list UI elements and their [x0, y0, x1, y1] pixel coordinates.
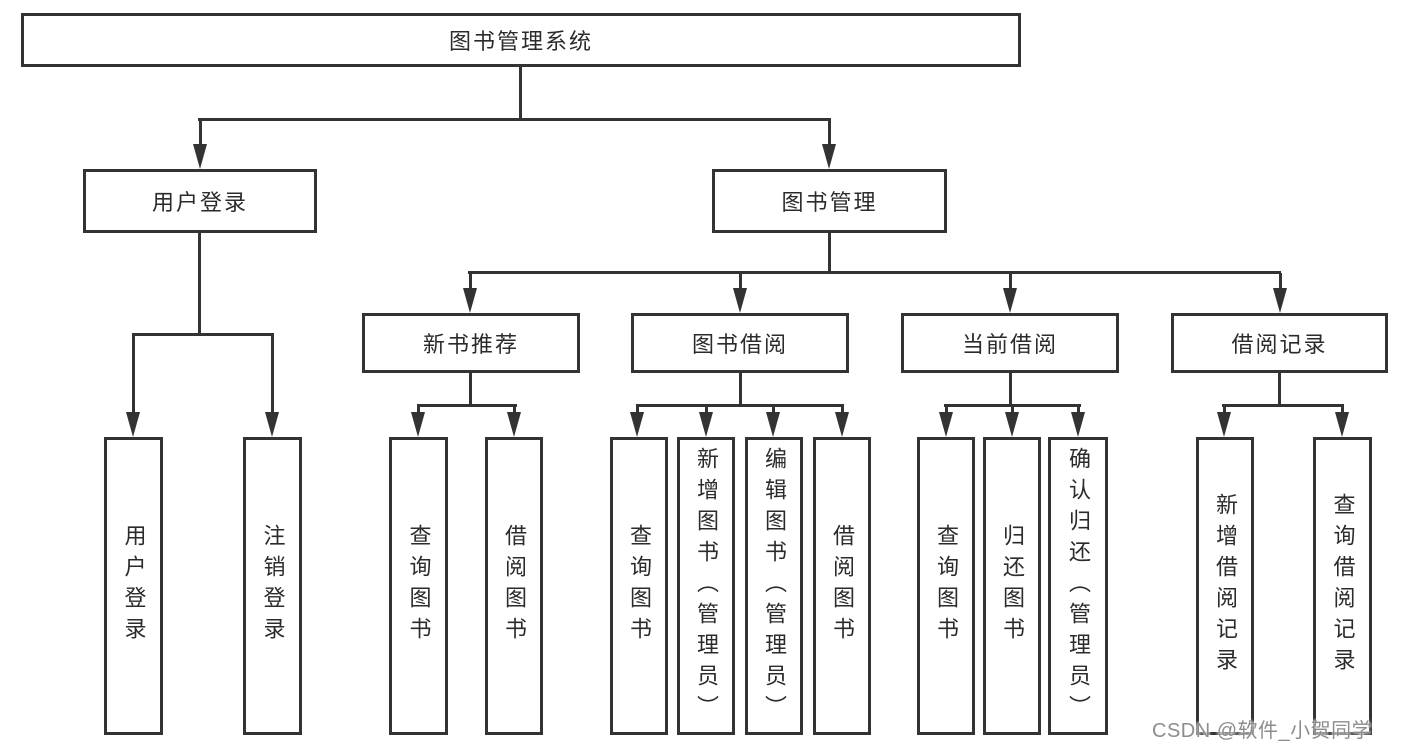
leaf-label: 查询借阅记录 — [1330, 493, 1356, 679]
arrow-to-confirm-return — [1071, 406, 1086, 437]
leaf-borrow-books-2: 借阅图书 — [813, 437, 871, 735]
connector-book-management-stem — [828, 233, 831, 273]
connector-borrowing-records-stem — [1278, 373, 1281, 406]
connector-user-login-branch — [132, 333, 274, 336]
node-label: 图书管理 — [781, 190, 878, 215]
arrow-to-user-login — [193, 120, 208, 169]
arrow-to-return-book — [1005, 406, 1020, 437]
connector-book-borrowing-stem — [739, 373, 742, 406]
node-library-management-system: 图书管理系统 — [21, 13, 1021, 67]
node-book-borrowing: 图书借阅 — [631, 313, 849, 373]
arrow-to-add-book — [699, 406, 714, 437]
leaf-label: 确认归还（管理员） — [1066, 446, 1091, 726]
leaf-borrow-books-1: 借阅图书 — [485, 437, 543, 735]
leaf-label: 查询图书 — [934, 524, 959, 648]
node-label: 图书借阅 — [691, 332, 788, 357]
arrow-to-leaf-logout — [265, 335, 280, 437]
leaf-add-book-admin: 新增图书（管理员） — [677, 437, 735, 735]
arrow-to-borrowing-records — [1273, 273, 1288, 313]
arrow-to-current-borrowing — [1003, 273, 1018, 313]
leaf-query-books-1: 查询图书 — [389, 437, 448, 735]
leaf-confirm-return-admin: 确认归还（管理员） — [1048, 437, 1108, 735]
node-label: 借阅记录 — [1231, 332, 1328, 357]
leaf-label: 查询图书 — [406, 524, 432, 648]
connector-new-book-branch — [417, 404, 517, 407]
arrow-to-borrow-books-1 — [507, 406, 522, 437]
arrow-to-borrow-books-2 — [835, 406, 850, 437]
node-book-management: 图书管理 — [712, 169, 947, 233]
connector-level2-branch — [198, 118, 831, 121]
arrow-to-add-borrow-record — [1217, 406, 1232, 437]
connector-new-book-stem — [469, 373, 472, 406]
leaf-label: 归还图书 — [1000, 524, 1025, 648]
node-label: 图书管理系统 — [448, 29, 593, 54]
connector-user-login-stem — [198, 233, 201, 336]
leaf-user-login: 用户登录 — [104, 437, 163, 735]
connector-book-borrowing-branch — [636, 404, 844, 407]
leaf-label: 编辑图书（管理员） — [762, 446, 787, 726]
connector-level3-branch — [468, 271, 1281, 274]
arrow-to-query-books-3 — [939, 406, 954, 437]
csdn-watermark: CSDN @软件_小贺同学 — [1152, 720, 1373, 742]
connector-borrowing-records-branch — [1222, 404, 1344, 407]
connector-current-borrowing-stem — [1009, 373, 1012, 406]
arrow-to-query-books-1 — [411, 406, 426, 437]
leaf-label: 查询图书 — [627, 524, 652, 648]
leaf-label: 注销登录 — [260, 524, 286, 648]
arrow-to-query-books-2 — [630, 406, 645, 437]
node-user-login: 用户登录 — [83, 169, 317, 233]
arrow-to-leaf-user-login — [126, 335, 141, 437]
leaf-query-borrow-record: 查询借阅记录 — [1313, 437, 1372, 735]
connector-current-borrowing-branch — [944, 404, 1081, 407]
connector-root-stem — [519, 66, 522, 120]
leaf-query-books-2: 查询图书 — [610, 437, 668, 735]
node-label: 用户登录 — [151, 190, 248, 215]
leaf-edit-book-admin: 编辑图书（管理员） — [745, 437, 803, 735]
leaf-query-books-3: 查询图书 — [917, 437, 975, 735]
node-borrowing-records: 借阅记录 — [1171, 313, 1388, 373]
node-current-borrowing: 当前借阅 — [901, 313, 1119, 373]
leaf-return-book: 归还图书 — [983, 437, 1041, 735]
arrow-to-book-borrowing — [733, 273, 748, 313]
arrow-to-book-management — [822, 120, 837, 169]
leaf-add-borrow-record: 新增借阅记录 — [1196, 437, 1254, 735]
node-new-book-recommend: 新书推荐 — [362, 313, 580, 373]
arrow-to-query-borrow-record — [1335, 406, 1350, 437]
leaf-label: 用户登录 — [121, 524, 147, 648]
leaf-label: 新增借阅记录 — [1213, 493, 1238, 679]
leaf-label: 借阅图书 — [830, 524, 855, 648]
node-label: 新书推荐 — [422, 332, 519, 357]
leaf-label: 新增图书（管理员） — [694, 446, 719, 726]
leaf-logout: 注销登录 — [243, 437, 302, 735]
node-label: 当前借阅 — [961, 332, 1058, 357]
leaf-label: 借阅图书 — [502, 524, 527, 648]
arrow-to-new-book-recommend — [463, 273, 478, 313]
arrow-to-edit-book — [766, 406, 781, 437]
